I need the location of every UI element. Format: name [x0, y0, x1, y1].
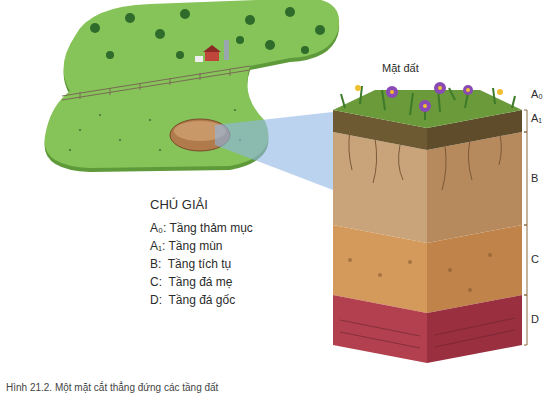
soil-prism	[333, 82, 522, 363]
layer-label: B	[531, 172, 538, 185]
layer-label: D	[531, 313, 539, 326]
legend-entry: D: Tầng đá gốc	[150, 294, 235, 308]
layer-brackets	[524, 110, 527, 345]
layer-label: A₁	[531, 112, 542, 125]
figure-caption: Hình 21.2. Một mặt cắt thẳng đứng các tầ…	[6, 382, 218, 394]
trees	[90, 7, 325, 59]
legend-entry: A₁: Tầng mùn	[150, 240, 223, 254]
zoom-beam	[215, 112, 333, 190]
legend-entry: C: Tầng đá mẹ	[150, 276, 233, 290]
layer-label: C	[531, 253, 539, 266]
legend-entry: B: Tầng tích tụ	[150, 258, 231, 272]
layer-label: A₀	[531, 88, 543, 101]
surface-label: Mặt đất	[382, 62, 419, 75]
legend-heading: CHÚ GIẢI	[150, 198, 208, 213]
farm	[195, 40, 229, 62]
legend-entry: A₀: Tầng thảm mục	[150, 222, 253, 236]
fence	[62, 66, 250, 100]
